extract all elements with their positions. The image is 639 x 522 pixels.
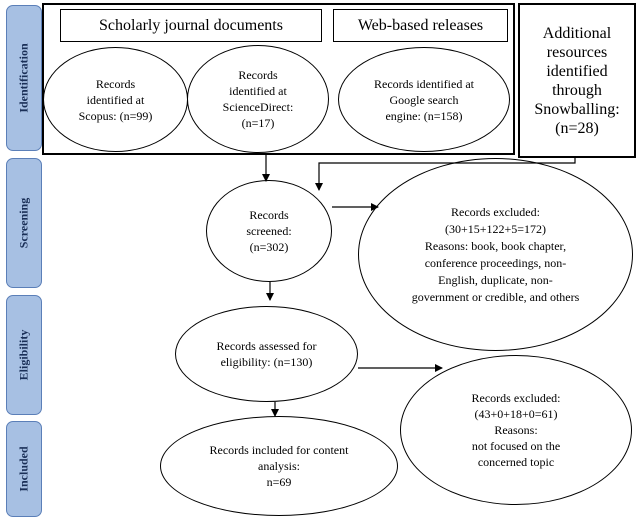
assessed-node: Records assessed for eligibility: (n=130…	[175, 306, 358, 402]
sciencedirect-line: identified at	[229, 84, 287, 98]
scopus-node: Records identified at Scopus: (n=99)	[43, 47, 188, 152]
screened-line: screened:	[246, 224, 292, 238]
scopus-line: identified at	[86, 92, 145, 107]
screened-line: Records	[249, 208, 289, 222]
excluded1-line: conference proceedings, non-	[424, 255, 567, 270]
stage-eligibility: Eligibility	[6, 295, 42, 415]
snowball-line: identified	[546, 62, 608, 80]
stage-screening: Screening	[6, 158, 42, 288]
web-header-box: Web-based releases	[333, 9, 508, 42]
included-line: n=69	[266, 475, 292, 489]
excluded1-line: Reasons: book, book chapter,	[424, 238, 567, 253]
snowball-line: Additional	[542, 24, 612, 42]
excluded-screening-node: Records excluded: (30+15+122+5=172) Reas…	[358, 158, 633, 351]
stage-included: Included	[6, 421, 42, 517]
included-line: Records included for content	[209, 443, 349, 457]
snowball-line: resources	[546, 43, 608, 61]
journal-header-label: Scholarly journal documents	[99, 16, 283, 34]
stage-identification: Identification	[6, 5, 42, 151]
sciencedirect-line: Records	[238, 68, 278, 82]
excluded1-line: (30+15+122+5=172)	[444, 221, 547, 236]
screened-node: Records screened: (n=302)	[206, 180, 332, 282]
snowball-line: Snowballing:	[534, 100, 620, 118]
snowball-line: through	[552, 81, 602, 99]
sciencedirect-node: Records identified at ScienceDirect: (n=…	[187, 45, 329, 153]
sciencedirect-line: ScienceDirect:	[222, 100, 294, 114]
arrow-snowball-to-screened	[315, 158, 576, 191]
web-header-label: Web-based releases	[357, 16, 484, 34]
excluded2-line: Reasons:	[494, 423, 538, 437]
excluded-eligibility-node: Records excluded: (43+0+18+0=61) Reasons…	[400, 355, 632, 505]
assessed-line: eligibility: (n=130)	[220, 355, 313, 369]
assessed-line: Records assessed for	[216, 339, 317, 353]
sciencedirect-line: (n=17)	[241, 116, 275, 130]
google-line: engine: (n=158)	[385, 108, 463, 123]
scopus-line: Records	[95, 76, 136, 91]
google-node: Records identified at Google search engi…	[338, 47, 510, 152]
google-line: Records identified at	[374, 76, 474, 91]
snowballing-box: Additional resources identified through …	[518, 3, 636, 158]
excluded1-line: English, duplicate, non-	[438, 272, 553, 287]
included-node: Records included for content analysis: n…	[160, 416, 398, 516]
excluded1-line: government or credible, and others	[411, 289, 580, 304]
snowball-line: (n=28)	[555, 119, 599, 137]
included-line: analysis:	[258, 459, 300, 473]
journal-header-box: Scholarly journal documents	[60, 9, 322, 42]
screened-line: (n=302)	[249, 240, 289, 254]
excluded2-line: Records excluded:	[471, 391, 561, 405]
excluded2-line: (43+0+18+0=61)	[474, 407, 558, 421]
excluded1-line: Records excluded:	[451, 204, 540, 219]
scopus-line: Scopus: (n=99)	[78, 108, 153, 123]
excluded2-line: not focused on the	[471, 439, 561, 453]
identification-container	[42, 3, 515, 155]
excluded2-line: concerned topic	[477, 455, 555, 469]
google-line: Google search	[389, 92, 459, 107]
